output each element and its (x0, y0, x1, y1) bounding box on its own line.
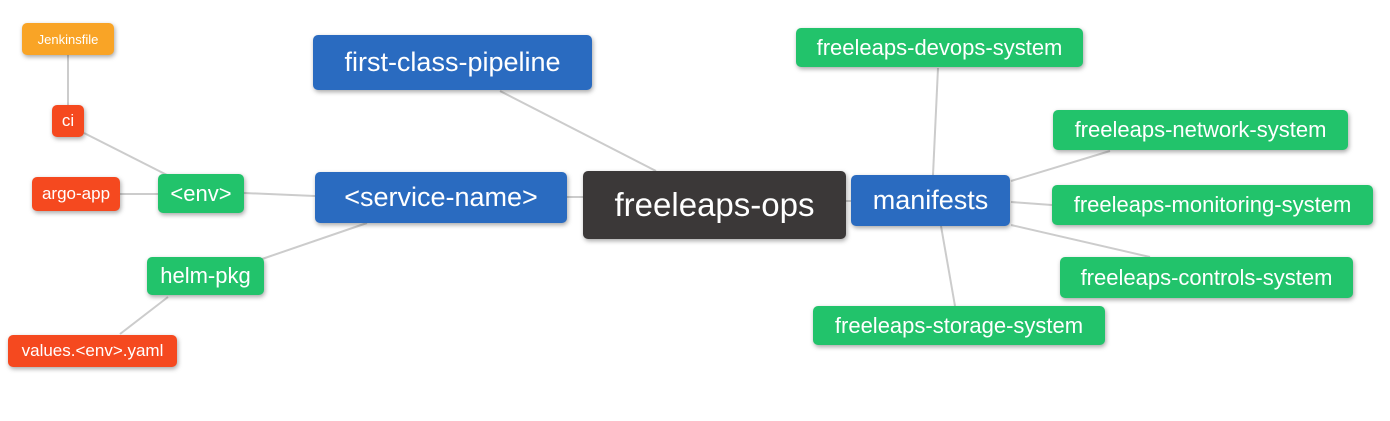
node-helm-pkg[interactable]: helm-pkg (147, 257, 264, 295)
node-service-name[interactable]: <service-name> (315, 172, 567, 223)
node-values-env-yaml[interactable]: values.<env>.yaml (8, 335, 177, 367)
node-env[interactable]: <env> (158, 174, 244, 213)
node-first-class-pipeline[interactable]: first-class-pipeline (313, 35, 592, 90)
node-manifests[interactable]: manifests (851, 175, 1010, 226)
node-jenkinsfile[interactable]: Jenkinsfile (22, 23, 114, 55)
edge-env-service-name (243, 192, 316, 197)
edge-ci-env (83, 132, 168, 176)
edge-manifests-storage (940, 225, 956, 307)
edge-values-helm-pkg (119, 296, 169, 335)
node-network-system[interactable]: freeleaps-network-system (1053, 110, 1348, 150)
node-argo-app[interactable]: argo-app (32, 177, 120, 211)
edge-manifests-controls (1010, 224, 1151, 258)
edge-pipeline-root (499, 90, 657, 172)
edge-manifests-monitoring (1010, 201, 1053, 206)
node-monitoring-system[interactable]: freeleaps-monitoring-system (1052, 185, 1373, 225)
node-devops-system[interactable]: freeleaps-devops-system (796, 28, 1083, 67)
node-ci[interactable]: ci (52, 105, 84, 137)
node-storage-system[interactable]: freeleaps-storage-system (813, 306, 1105, 345)
edge-manifests-network (1010, 150, 1111, 182)
edge-helm-pkg-service-name (261, 222, 368, 260)
node-root-freeleaps-ops[interactable]: freeleaps-ops (583, 171, 846, 239)
edge-manifests-devops (932, 67, 939, 176)
node-controls-system[interactable]: freeleaps-controls-system (1060, 257, 1353, 298)
